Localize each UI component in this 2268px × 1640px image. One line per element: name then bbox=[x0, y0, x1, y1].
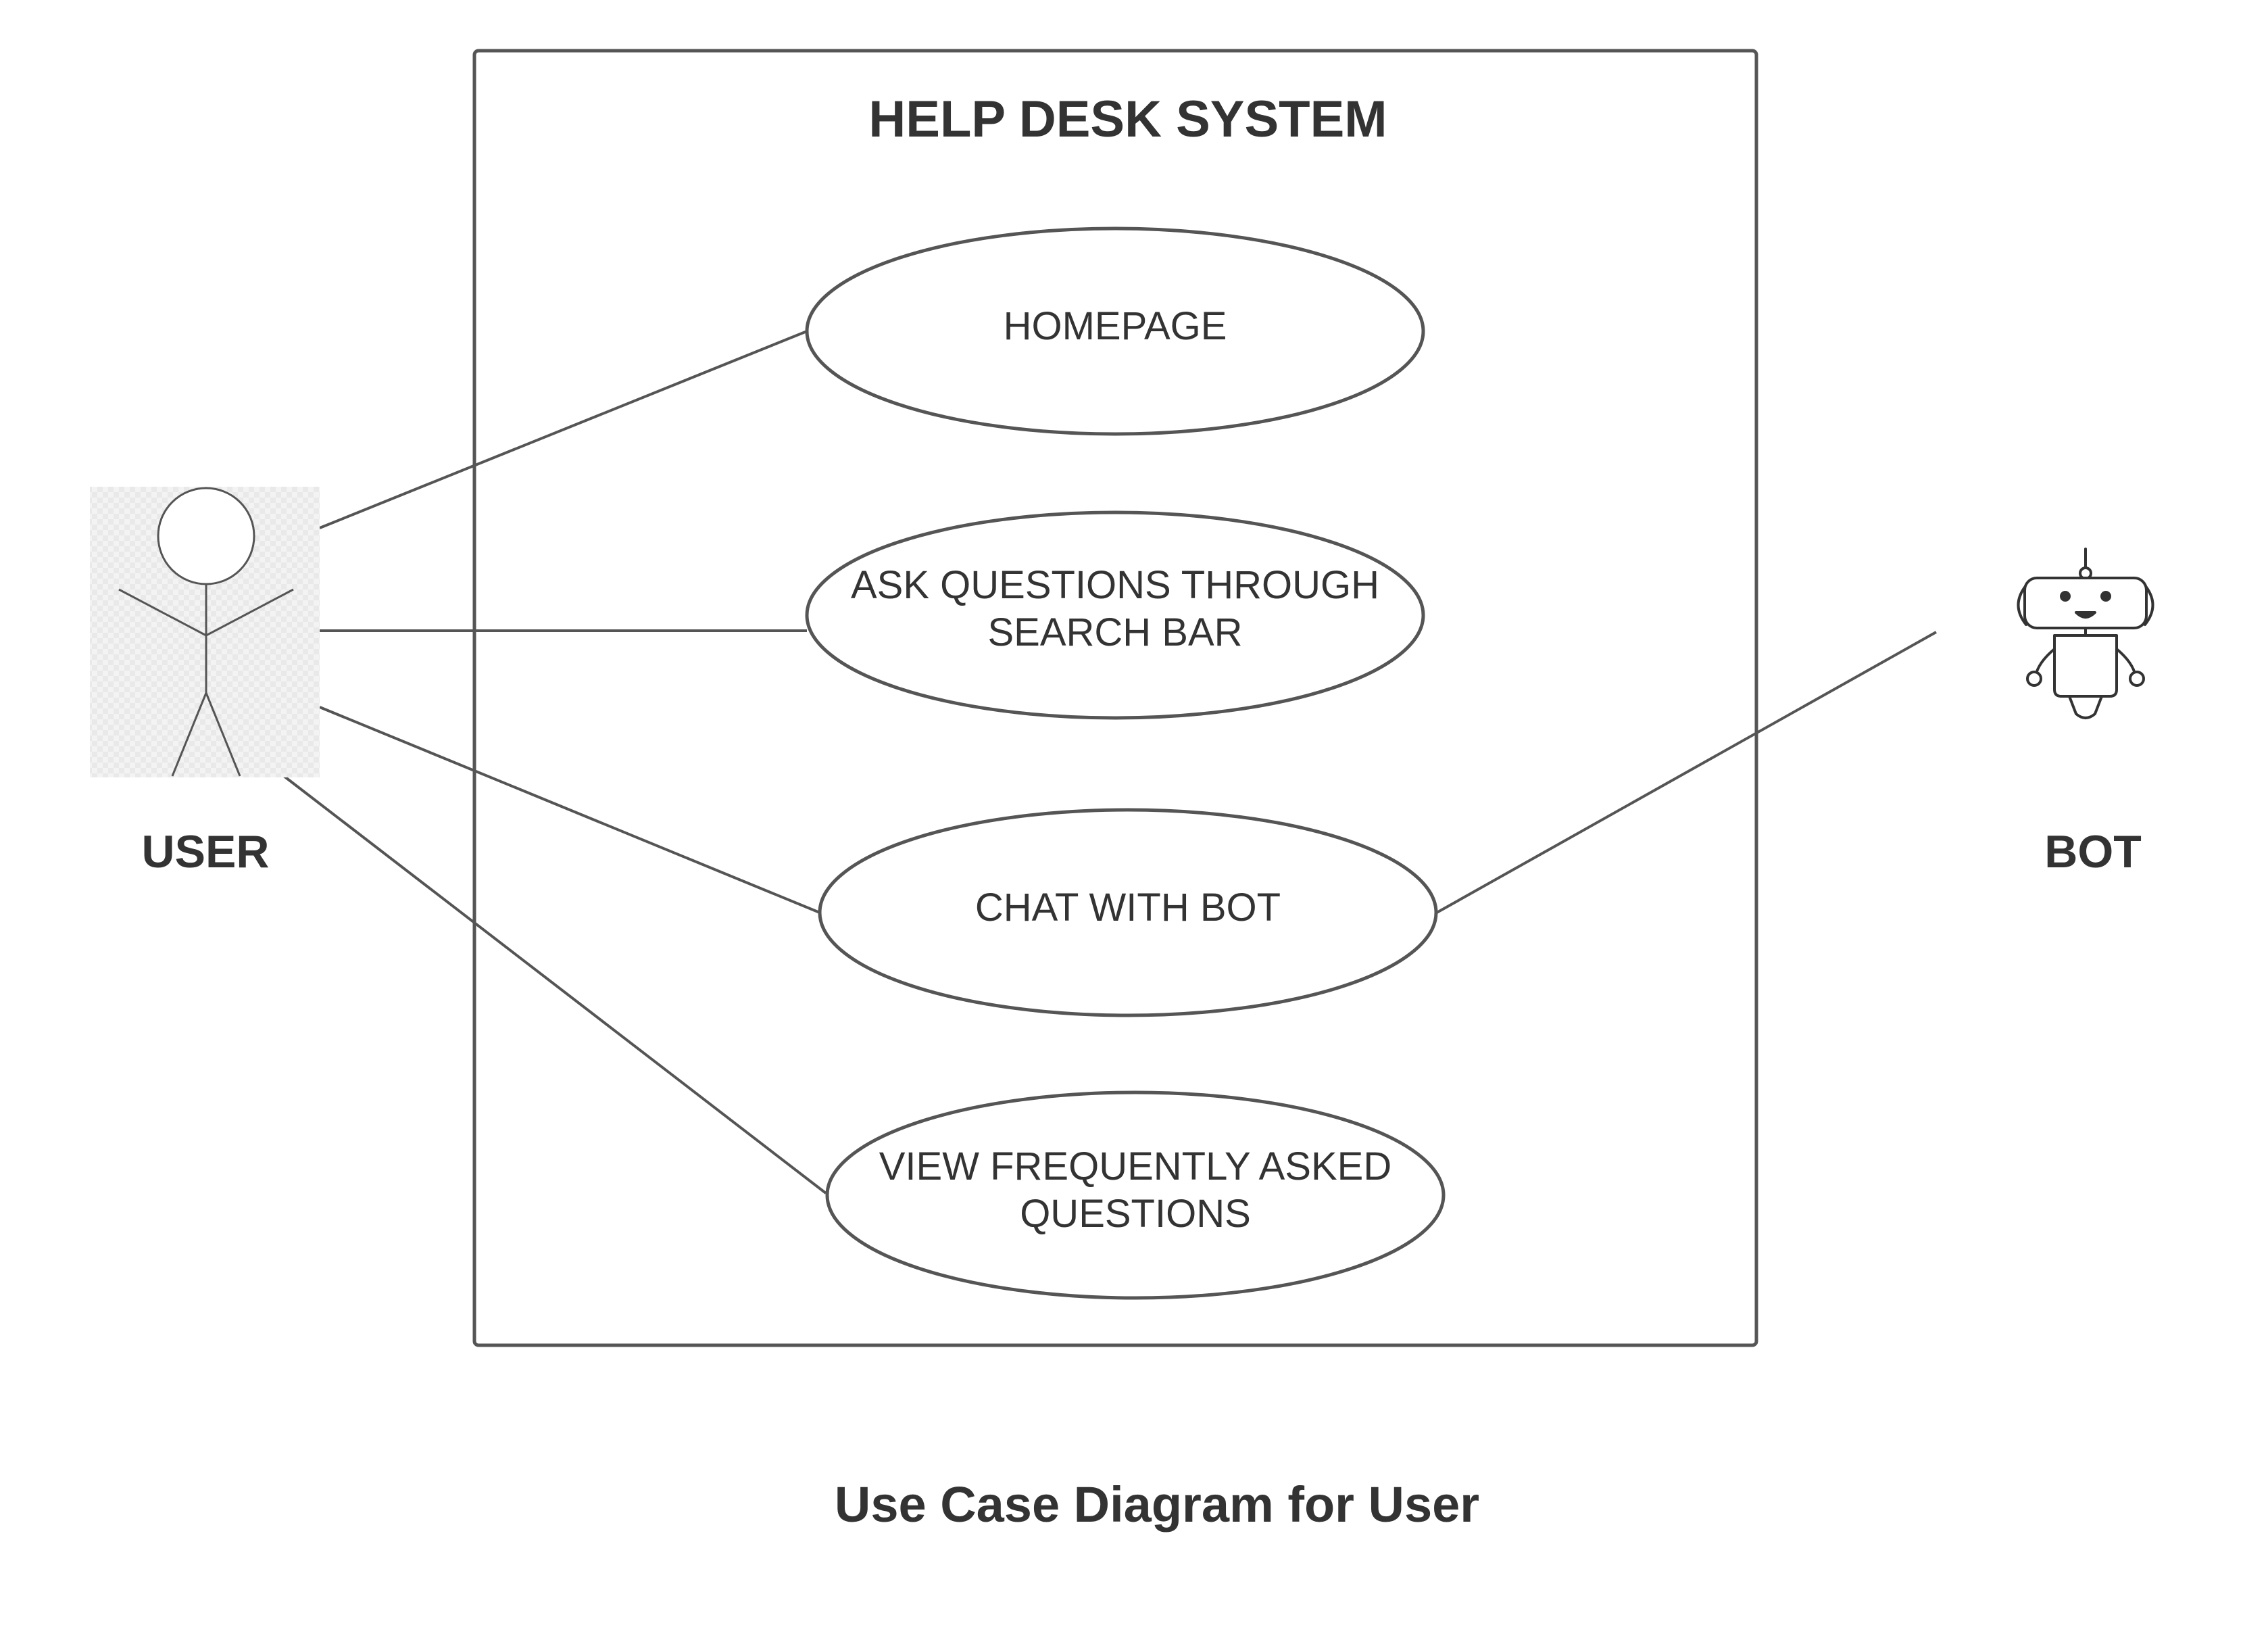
use-case-ellipse bbox=[818, 808, 1438, 1017]
association-user-chat-with-bot bbox=[319, 706, 820, 914]
stick-figure-icon bbox=[118, 487, 294, 777]
association-user-homepage bbox=[319, 330, 808, 529]
use-case-chat-with-bot: CHAT WITH BOT bbox=[818, 808, 1438, 1017]
system-boundary-box bbox=[472, 49, 1758, 1347]
use-case-ask-questions: ASK QUESTIONS THROUGH SEARCH BAR bbox=[805, 510, 1425, 720]
associations bbox=[282, 330, 1937, 1195]
robot-icon bbox=[2017, 548, 2154, 719]
use-case-label: CHAT WITH BOT bbox=[975, 886, 1281, 930]
use-case-ellipse bbox=[805, 510, 1425, 720]
association-bot-chat-with-bot bbox=[1436, 631, 1937, 914]
use-case-label-line-2: SEARCH BAR bbox=[987, 610, 1242, 654]
association-user-view-faq bbox=[282, 775, 827, 1195]
actor-bot: BOT bbox=[2017, 548, 2154, 877]
use-case-label-line-1: ASK QUESTIONS THROUGH bbox=[851, 563, 1379, 607]
use-case-homepage: HOMEPAGE bbox=[805, 226, 1425, 436]
use-case-view-faq: VIEW FREQUENTLY ASKED QUESTIONS bbox=[825, 1090, 1446, 1300]
use-case-label: HOMEPAGE bbox=[1004, 304, 1227, 348]
use-case-ellipse bbox=[805, 226, 1425, 436]
use-case-label-line-2: QUESTIONS bbox=[1020, 1192, 1251, 1236]
use-case-ellipse bbox=[825, 1090, 1446, 1300]
use-case-label-line-1: VIEW FREQUENTLY ASKED bbox=[879, 1144, 1391, 1188]
diagram-caption: Use Case Diagram for User bbox=[835, 1476, 1479, 1533]
actor-user: USER bbox=[90, 487, 320, 877]
system-boundary: HELP DESK SYSTEM bbox=[472, 49, 1758, 1347]
actor-bot-label: BOT bbox=[2044, 826, 2142, 877]
system-title: HELP DESK SYSTEM bbox=[868, 91, 1387, 148]
actor-user-label: USER bbox=[142, 826, 270, 877]
